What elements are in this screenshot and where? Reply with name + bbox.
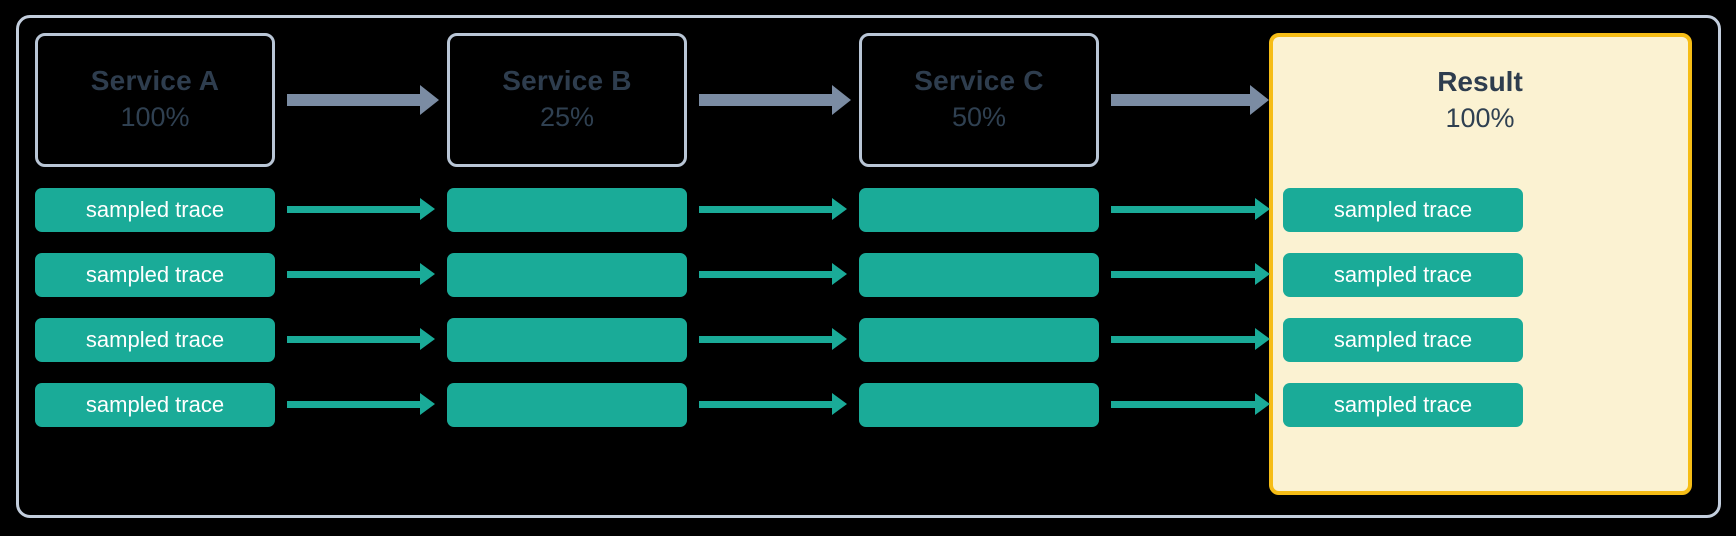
- arrow-head-icon: [1255, 328, 1270, 350]
- arrow-head-icon: [420, 85, 439, 115]
- trace-bar[interactable]: sampled trace: [35, 188, 275, 232]
- service-box-a[interactable]: Service A 100%: [35, 33, 275, 167]
- trace-bar[interactable]: sampled trace: [35, 253, 275, 297]
- service-percent-a: 100%: [120, 102, 190, 133]
- service-box-b[interactable]: Service B 25%: [447, 33, 687, 167]
- arrow-head-icon: [832, 85, 851, 115]
- arrow-head-icon: [1255, 198, 1270, 220]
- trace-bar[interactable]: sampled trace: [1283, 253, 1523, 297]
- trace-bar[interactable]: [447, 383, 687, 427]
- service-arrow-c-to-result: [1111, 85, 1269, 115]
- trace-bar[interactable]: sampled trace: [35, 318, 275, 362]
- arrow-head-icon: [420, 263, 435, 285]
- trace-arrow: [699, 393, 847, 415]
- trace-arrow: [699, 263, 847, 285]
- service-name-c: Service C: [914, 64, 1044, 96]
- trace-bar[interactable]: [859, 383, 1099, 427]
- arrow-head-icon: [1255, 263, 1270, 285]
- service-percent-b: 25%: [539, 102, 595, 133]
- trace-arrow: [699, 328, 847, 350]
- trace-bar[interactable]: [447, 188, 687, 232]
- service-percent-c: 50%: [951, 102, 1007, 133]
- trace-bar[interactable]: [447, 253, 687, 297]
- trace-arrow: [1111, 393, 1270, 415]
- trace-arrow: [1111, 328, 1270, 350]
- result-box[interactable]: Result 100%: [1280, 46, 1680, 156]
- trace-bar[interactable]: [447, 318, 687, 362]
- trace-bar[interactable]: [859, 253, 1099, 297]
- arrow-head-icon: [832, 263, 847, 285]
- arrow-head-icon: [832, 328, 847, 350]
- trace-arrow: [287, 263, 435, 285]
- service-name-b: Service B: [502, 64, 632, 96]
- arrow-head-icon: [420, 393, 435, 415]
- service-arrow-b-to-c: [699, 85, 851, 115]
- result-name: Result: [1437, 65, 1523, 97]
- arrow-head-icon: [420, 198, 435, 220]
- trace-arrow: [1111, 263, 1270, 285]
- arrow-head-icon: [1250, 85, 1269, 115]
- arrow-head-icon: [420, 328, 435, 350]
- trace-bar[interactable]: [859, 188, 1099, 232]
- diagram-outer-frame: [16, 15, 1721, 518]
- service-arrow-a-to-b: [287, 85, 439, 115]
- service-name-a: Service A: [90, 64, 220, 96]
- arrow-head-icon: [832, 393, 847, 415]
- trace-bar[interactable]: [859, 318, 1099, 362]
- trace-arrow: [287, 393, 435, 415]
- arrow-head-icon: [832, 198, 847, 220]
- trace-arrow: [287, 328, 435, 350]
- trace-arrow: [1111, 198, 1270, 220]
- trace-bar[interactable]: sampled trace: [1283, 188, 1523, 232]
- result-percent: 100%: [1445, 103, 1515, 134]
- arrow-head-icon: [1255, 393, 1270, 415]
- trace-arrow: [699, 198, 847, 220]
- service-box-c[interactable]: Service C 50%: [859, 33, 1099, 167]
- trace-arrow: [287, 198, 435, 220]
- trace-bar[interactable]: sampled trace: [1283, 383, 1523, 427]
- trace-bar[interactable]: sampled trace: [35, 383, 275, 427]
- trace-bar[interactable]: sampled trace: [1283, 318, 1523, 362]
